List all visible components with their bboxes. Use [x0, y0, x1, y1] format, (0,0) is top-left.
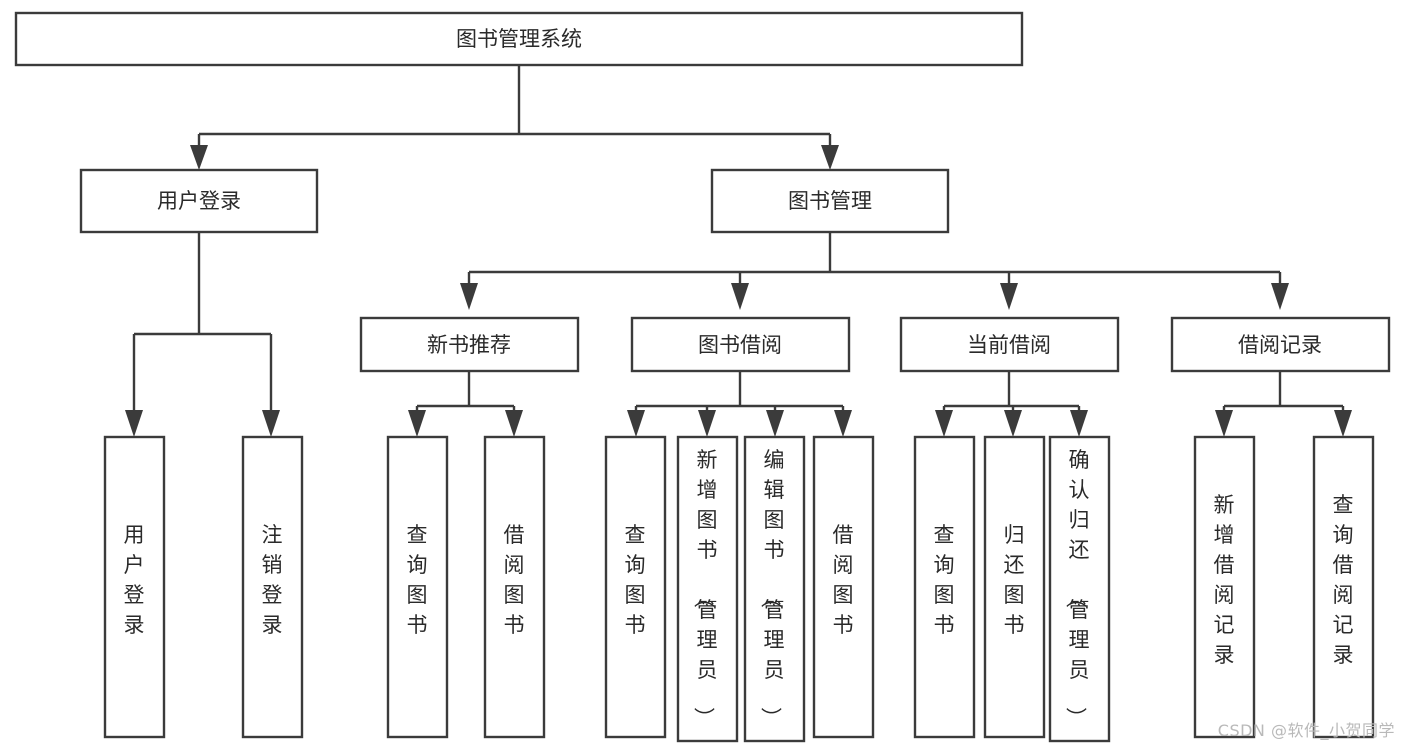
node-leaf-query-book-2-box[interactable]: [604, 435, 667, 739]
node-leaf-logout-login[interactable]: 注销登录: [241, 435, 304, 739]
arrow-to-leaf-add-record-icon: [1215, 410, 1233, 437]
node-leaf-edit-book-label: 编辑图书（管理员）: [759, 448, 785, 728]
node-leaf-query-record-box[interactable]: [1312, 435, 1375, 739]
node-book-management-box[interactable]: [710, 168, 950, 234]
arrow-to-leaf-edit-book-icon: [766, 410, 784, 437]
node-leaf-query-book-2-label: 查询图书: [625, 523, 646, 637]
node-leaf-logout-login-box[interactable]: [241, 435, 304, 739]
node-user-login[interactable]: 用户登录: [79, 168, 319, 234]
arrow-to-borrow-record-icon: [1271, 283, 1289, 310]
node-leaf-query-book-2[interactable]: 查询图书: [604, 435, 667, 739]
arrow-to-leaf-user-login-icon: [125, 410, 143, 437]
node-new-book-recommend-box[interactable]: [359, 316, 580, 373]
node-current-borrow[interactable]: 当前借阅: [899, 316, 1120, 373]
arrow-to-leaf-add-book-icon: [698, 410, 716, 437]
arrow-to-leaf-query-record-icon: [1334, 410, 1352, 437]
arrow-to-leaf-query-book-3-icon: [935, 410, 953, 437]
node-leaf-borrow-book-2[interactable]: 借阅图书: [812, 435, 875, 739]
node-book-management[interactable]: 图书管理: [710, 168, 950, 234]
node-leaf-query-book-1[interactable]: 查询图书: [386, 435, 449, 739]
arrow-to-book-borrow-icon: [731, 283, 749, 310]
node-leaf-borrow-book-1-label: 借阅图书: [504, 523, 525, 637]
node-leaf-add-record-box[interactable]: [1193, 435, 1256, 739]
node-new-book-recommend[interactable]: 新书推荐: [359, 316, 580, 373]
node-leaf-edit-book[interactable]: 编辑图书（管理员）: [743, 435, 806, 743]
node-leaf-confirm-return-label: 确认归还（管理员）: [1064, 448, 1090, 728]
node-leaf-query-book-3-box[interactable]: [913, 435, 976, 739]
connectors-borrow-record-to-leaves: [1215, 371, 1352, 437]
node-leaf-return-book-label: 归还图书: [1004, 523, 1025, 637]
node-leaf-add-book-box[interactable]: [676, 435, 739, 743]
arrow-to-leaf-logout-login-icon: [262, 410, 280, 437]
node-leaf-user-login[interactable]: 用户登录: [103, 435, 166, 739]
arrow-root-to-user-login-icon: [190, 145, 208, 170]
node-leaf-user-login-box[interactable]: [103, 435, 166, 739]
node-leaf-query-book-1-label: 查询图书: [407, 523, 428, 637]
node-leaf-borrow-book-2-label: 借阅图书: [833, 523, 854, 637]
node-leaf-add-record[interactable]: 新增借阅记录: [1193, 435, 1256, 739]
node-leaf-return-book[interactable]: 归还图书: [983, 435, 1046, 739]
connectors-root-to-level2: [190, 65, 839, 170]
connectors-book-borrow-to-leaves: [627, 371, 852, 437]
node-borrow-record-box[interactable]: [1170, 316, 1391, 373]
arrow-to-leaf-query-book-2-icon: [627, 410, 645, 437]
node-root-box[interactable]: [14, 11, 1024, 67]
arrow-to-leaf-query-book-1-icon: [408, 410, 426, 437]
node-leaf-query-record[interactable]: 查询借阅记录: [1312, 435, 1375, 739]
arrow-to-current-borrow-icon: [1000, 283, 1018, 310]
node-leaf-query-book-3[interactable]: 查询图书: [913, 435, 976, 739]
node-leaf-confirm-return[interactable]: 确认归还（管理员）: [1048, 435, 1111, 743]
arrow-to-leaf-confirm-return-icon: [1070, 410, 1088, 437]
connectors-user-login-to-leaves: [125, 232, 280, 437]
node-leaf-borrow-book-1[interactable]: 借阅图书: [483, 435, 546, 739]
node-leaf-query-book-1-box[interactable]: [386, 435, 449, 739]
node-leaf-user-login-label: 用户登录: [124, 523, 145, 637]
node-root[interactable]: 图书管理系统: [14, 11, 1024, 67]
node-current-borrow-box[interactable]: [899, 316, 1120, 373]
arrow-to-new-book-recommend-icon: [460, 283, 478, 310]
arrow-root-to-book-management-icon: [821, 145, 839, 170]
node-leaf-confirm-return-box[interactable]: [1048, 435, 1111, 743]
arrow-to-leaf-borrow-book-2-icon: [834, 410, 852, 437]
node-leaf-add-book[interactable]: 新增图书（管理员）: [676, 435, 739, 743]
node-leaf-edit-book-box[interactable]: [743, 435, 806, 743]
connectors-current-borrow-to-leaves: [935, 371, 1088, 437]
node-root-label: 图书管理系统: [456, 27, 582, 51]
node-leaf-return-book-box[interactable]: [983, 435, 1046, 739]
node-leaf-add-book-label: 新增图书（管理员）: [692, 448, 718, 728]
node-leaf-query-book-3-label: 查询图书: [934, 523, 955, 637]
node-user-login-box[interactable]: [79, 168, 319, 234]
arrow-to-leaf-return-book-icon: [1004, 410, 1022, 437]
arrow-to-leaf-borrow-book-1-icon: [505, 410, 523, 437]
node-leaf-query-record-label: 查询借阅记录: [1333, 493, 1354, 667]
connectors-book-management-to-level3: [460, 232, 1289, 310]
node-borrow-record-label: 借阅记录: [1238, 333, 1322, 357]
node-book-management-label: 图书管理: [788, 189, 872, 213]
connectors-new-book-recommend-to-leaves: [408, 371, 523, 437]
node-book-borrow-label: 图书借阅: [698, 333, 782, 357]
node-book-borrow-box[interactable]: [630, 316, 851, 373]
node-user-login-label: 用户登录: [157, 189, 241, 213]
node-leaf-logout-login-label: 注销登录: [262, 523, 283, 637]
node-leaf-add-record-label: 新增借阅记录: [1214, 493, 1235, 667]
node-leaf-borrow-book-1-box[interactable]: [483, 435, 546, 739]
node-book-borrow[interactable]: 图书借阅: [630, 316, 851, 373]
node-borrow-record[interactable]: 借阅记录: [1170, 316, 1391, 373]
node-new-book-recommend-label: 新书推荐: [427, 333, 511, 357]
node-leaf-borrow-book-2-box[interactable]: [812, 435, 875, 739]
node-current-borrow-label: 当前借阅: [967, 333, 1051, 357]
